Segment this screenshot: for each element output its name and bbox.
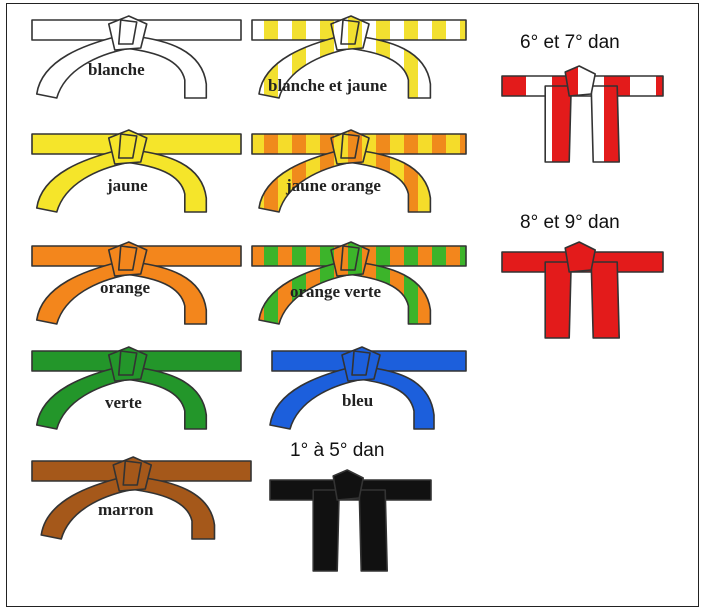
dan-tail-right	[590, 85, 620, 163]
belt-tail-right	[357, 366, 435, 430]
belt-label: marron	[98, 500, 154, 519]
belt-knot-center	[340, 19, 360, 45]
belt-dan-6-7	[500, 65, 665, 166]
belt-dan-6-7-drawing	[501, 65, 664, 163]
belt-verte: verte	[30, 345, 245, 430]
belt-knot-center	[117, 245, 138, 271]
dan-tail-left	[544, 261, 572, 339]
dan-knot	[332, 469, 364, 501]
belt-knot-center	[117, 133, 138, 159]
belt-tail-right	[123, 149, 208, 213]
belt-knot-center	[340, 245, 360, 271]
belt-orange-drawing	[31, 241, 242, 325]
dan-knot	[564, 241, 596, 273]
belt-knot-center	[122, 460, 143, 486]
dan-knot	[564, 65, 596, 97]
belt-knot-center	[340, 133, 360, 159]
belt-jaune-orange-drawing	[251, 129, 467, 213]
belt-knot-center	[117, 350, 138, 376]
dan-tail-right	[590, 261, 620, 339]
belt-knot-center	[351, 350, 371, 376]
dan-label-6-7: 6° et 7° dan	[520, 32, 620, 53]
belt-tail-right	[123, 35, 208, 99]
belt-label: blanche	[88, 60, 145, 79]
belt-label: orange	[100, 278, 151, 297]
belt-orange-verte: orange verte	[250, 240, 470, 325]
belt-blanche: blanche	[30, 14, 245, 99]
dan-tail-left	[544, 85, 572, 163]
belt-tail-left	[35, 261, 132, 325]
belt-label: orange verte	[290, 282, 382, 301]
belt-tail-left	[35, 35, 132, 99]
belt-tail-right	[123, 366, 208, 430]
belt-dan-1-5	[268, 469, 433, 575]
belt-verte-drawing	[31, 346, 242, 430]
belt-label: jaune	[107, 176, 148, 195]
belt-bleu: bleu	[269, 345, 470, 430]
belt-marron-drawing	[31, 456, 252, 540]
belt-label: bleu	[342, 391, 374, 410]
belt-chart-frame	[6, 3, 699, 607]
belt-jaune-orange: jaune orange	[250, 128, 470, 213]
belt-blanche-drawing	[31, 15, 242, 99]
belt-blanche-jaune: blanche et jaune	[250, 14, 470, 99]
belt-tail-left	[258, 35, 354, 99]
belt-orange-verte-drawing	[251, 241, 467, 325]
belt-dan-1-5-drawing	[269, 469, 432, 572]
dan-tail-right	[358, 489, 388, 572]
dan-label-1-5: 1° à 5° dan	[290, 440, 385, 461]
belt-tail-left	[269, 366, 365, 430]
belt-tail-right	[128, 476, 216, 540]
belt-dan-8-9-drawing	[501, 241, 664, 339]
belt-blanche-jaune-drawing	[251, 15, 467, 99]
belt-tail-left	[35, 149, 132, 213]
belt-tail-left	[35, 366, 132, 430]
belt-label: jaune orange	[286, 176, 381, 195]
belt-tail-right	[346, 35, 432, 99]
belt-knot-center	[117, 19, 138, 45]
dan-label-8-9: 8° et 9° dan	[520, 212, 620, 233]
dan-tail-left	[312, 489, 340, 572]
belt-tail-left	[258, 149, 354, 213]
belt-tail-left	[258, 261, 354, 325]
belt-jaune-drawing	[31, 129, 242, 213]
belt-tail-left	[40, 476, 137, 540]
belt-bleu-drawing	[269, 346, 467, 430]
belt-jaune: jaune	[30, 128, 245, 213]
belt-orange: orange	[30, 240, 245, 325]
belt-tail-right	[346, 261, 432, 325]
belt-tail-right	[123, 261, 208, 325]
belt-label: blanche et jaune	[268, 76, 387, 95]
belt-marron: marron	[30, 455, 255, 540]
belt-dan-8-9	[500, 241, 665, 342]
belt-tail-right	[346, 149, 432, 213]
belt-label: verte	[105, 393, 142, 412]
